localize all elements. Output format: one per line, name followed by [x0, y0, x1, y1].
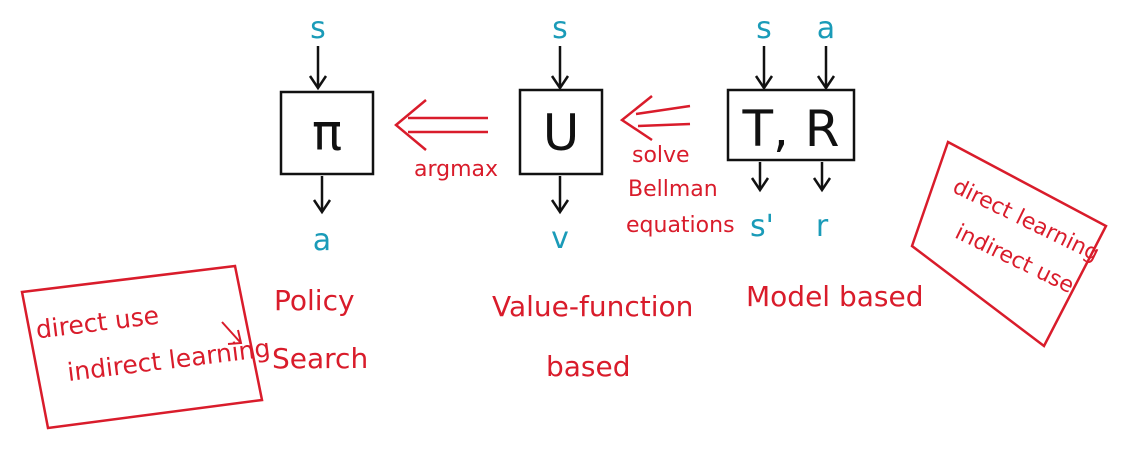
double-arrow2-line-bottom — [637, 122, 691, 128]
model-input-s-arrowhead — [754, 75, 774, 91]
model-output-s-arrowhead — [750, 177, 770, 193]
policy-box-label: π — [312, 104, 342, 162]
double-arrow2-line-top — [635, 104, 691, 116]
note-left: direct use indirect learning — [20, 264, 272, 430]
model-output-r: r — [816, 209, 829, 244]
equations-label: equations — [626, 213, 735, 238]
model-block: s a T, R s' r — [726, 11, 856, 244]
caption-policy-line2: Search — [272, 342, 368, 375]
model-input-a-arrowhead — [816, 75, 836, 91]
model-box-label: T, R — [741, 100, 839, 158]
double-arrow2-head — [619, 95, 653, 142]
model-output-r-arrowhead — [812, 177, 832, 193]
policy-input-arrowhead — [308, 75, 328, 91]
model-input-s: s — [756, 11, 772, 46]
note-right: direct learning indirect use — [910, 140, 1108, 348]
value-input-s: s — [552, 11, 568, 46]
policy-output-a: a — [313, 223, 331, 258]
arrow-value-to-policy — [394, 99, 488, 151]
argmax-label: argmax — [414, 157, 498, 182]
note-left-line1: direct use — [34, 301, 160, 345]
value-block: s U v — [518, 11, 604, 256]
policy-output-arrowhead — [312, 199, 332, 215]
model-box — [726, 88, 856, 162]
note-right-border — [910, 140, 1108, 348]
caption-value-line2: based — [546, 350, 631, 383]
caption-model: Model based — [746, 280, 924, 313]
double-arrow-head — [394, 99, 427, 151]
model-input-a: a — [817, 11, 835, 46]
value-input-arrowhead — [550, 75, 570, 91]
caption-policy-line1: Policy — [274, 284, 355, 317]
note-left-arrow — [221, 321, 243, 345]
note-left-border — [20, 264, 264, 430]
solve-label: solve — [632, 143, 690, 168]
arrow-model-to-value — [619, 95, 691, 142]
value-box — [518, 88, 604, 176]
bellman-label: Bellman — [628, 177, 718, 202]
model-output-s-prime: s' — [750, 209, 774, 244]
policy-box — [279, 90, 375, 176]
value-output-arrowhead — [550, 199, 570, 215]
value-output-v: v — [551, 221, 569, 256]
caption-value-line1: Value-function — [492, 290, 693, 323]
value-box-label: U — [543, 104, 580, 162]
policy-block: s π a — [279, 11, 375, 258]
policy-input-s: s — [310, 11, 326, 46]
